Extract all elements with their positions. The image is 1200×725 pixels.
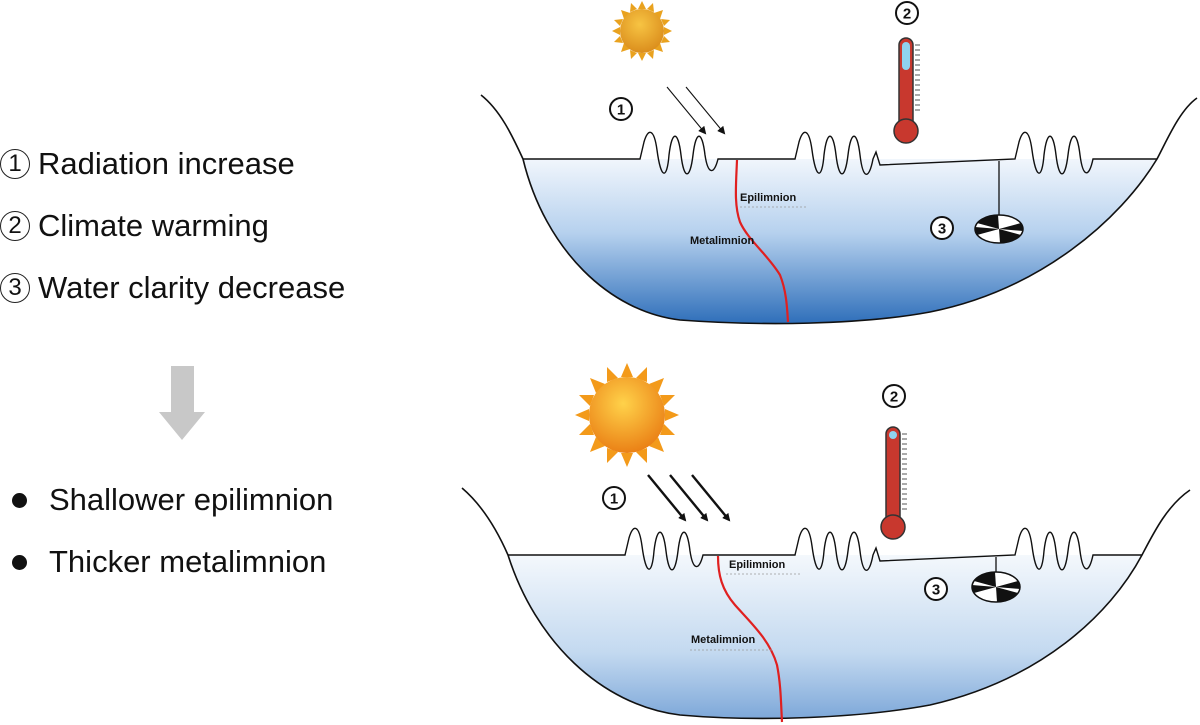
top-sun-icon (612, 1, 672, 61)
bottom-lake: Epilimnion Metalimnion 1 (461, 363, 1191, 723)
legend-item-clarity: 3 Water clarity decrease (0, 270, 345, 306)
legend-label-warming: Climate warming (38, 208, 269, 243)
legend-label-clarity: Water clarity decrease (38, 270, 346, 305)
top-thermocline-line (734, 159, 790, 323)
bullet-dot (12, 492, 27, 508)
top-lake: Epilimnion Metalimnion 1 (480, 1, 1198, 325)
top-thermometer-icon (893, 37, 920, 144)
top-badge-clarity: 3 (930, 216, 954, 240)
bottom-thermocline-line (716, 555, 784, 723)
bottom-thermometer-icon (880, 426, 907, 540)
outcome-thicker-metalimnion: Thicker metalimnion (12, 544, 326, 580)
legend-item-warming: 2 Climate warming (0, 208, 269, 244)
svg-text:1: 1 (617, 102, 625, 119)
legend-number-2: 2 (0, 211, 30, 241)
top-radiation-arrow (666, 86, 707, 135)
svg-text:2: 2 (903, 6, 911, 23)
bottom-epilimnion-label: Epilimnion (729, 559, 786, 571)
bottom-radiation-arrow (647, 474, 687, 522)
bottom-radiation-arrow (669, 474, 709, 522)
bottom-badge-radiation: 1 (602, 486, 626, 510)
svg-text:3: 3 (932, 582, 940, 599)
bottom-sun-icon (575, 363, 679, 467)
legend-number-3: 3 (0, 273, 30, 303)
svg-text:1: 1 (610, 491, 618, 508)
bottom-lake-water (508, 555, 1142, 719)
bottom-lake-surface (508, 527, 1142, 571)
top-badge-warming: 2 (895, 1, 919, 25)
outcome-shallower-epilimnion: Shallower epilimnion (12, 482, 333, 518)
top-secchi-disk-icon (974, 214, 1024, 244)
top-badge-radiation: 1 (609, 97, 633, 121)
bottom-badge-warming: 2 (882, 384, 906, 408)
svg-text:2: 2 (890, 389, 898, 406)
top-radiation-arrow (685, 86, 726, 135)
bottom-radiation-arrow (691, 474, 731, 522)
svg-text:3: 3 (938, 221, 946, 238)
legend-number-1: 1 (0, 149, 30, 179)
bullet-dot (12, 554, 27, 570)
top-epilimnion-label: Epilimnion (740, 192, 797, 204)
transition-arrow (159, 366, 205, 440)
legend-item-radiation: 1 Radiation increase (0, 146, 295, 182)
top-lake-basin (480, 94, 1198, 325)
bottom-metalimnion-label: Metalimnion (691, 634, 755, 646)
bottom-secchi-disk-icon (971, 571, 1021, 603)
top-metalimnion-label: Metalimnion (690, 235, 754, 247)
legend-label-radiation: Radiation increase (38, 146, 295, 181)
outcome-label-shallower: Shallower epilimnion (49, 482, 334, 517)
top-lake-surface (523, 131, 1157, 175)
bottom-lake-basin (461, 487, 1191, 720)
outcome-label-thicker: Thicker metalimnion (49, 544, 327, 579)
bottom-badge-clarity: 3 (924, 577, 948, 601)
